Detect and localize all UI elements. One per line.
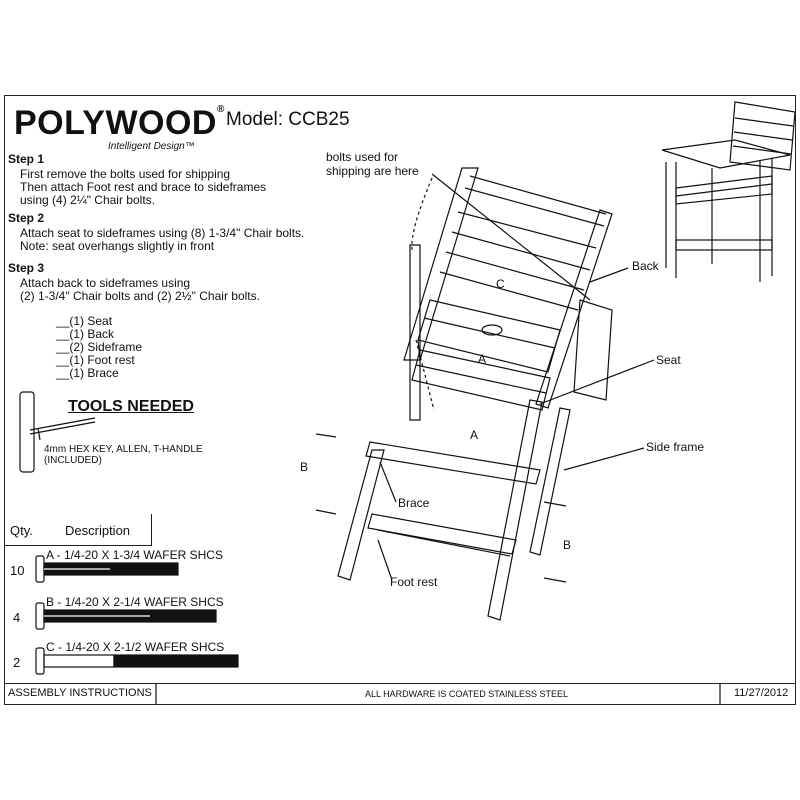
step-3-line: (2) 1-3/4" Chair bolts and (2) 2½" Chair… (20, 289, 260, 303)
part-letter-b: B (300, 460, 309, 474)
hex-key-icon (19, 391, 96, 473)
step-1-line: Then attach Foot rest and brace to sidef… (20, 180, 267, 194)
tools-line: 4mm HEX KEY, ALLEN, T-HANDLE (44, 444, 203, 455)
tools-line: (INCLUDED) (44, 455, 102, 466)
step-1-line: First remove the bolts used for shipping (20, 167, 231, 181)
qty-header: Qty. (10, 523, 33, 538)
foot-rest-leader (377, 539, 393, 581)
parts-item: __(1) Seat (56, 314, 113, 328)
parts-item: __(1) Foot rest (56, 353, 135, 367)
step-2-title: Step 2 (8, 211, 45, 225)
part-letter-a: A (470, 428, 479, 442)
step-1-text: First remove the bolts used for shipping… (20, 168, 266, 207)
hw-qty: 4 (13, 610, 21, 625)
part-letter-b: B (563, 538, 572, 552)
hw-qty: 2 (13, 655, 21, 670)
shipping-bolts-callout: bolts used for shipping are here (326, 150, 419, 178)
brace-leader (379, 461, 397, 503)
brand-logo: POLYWOOD® (14, 104, 225, 143)
step-2-line: Note: seat overhangs slightly in front (20, 239, 215, 253)
brand-name: POLYWOOD (14, 104, 217, 142)
step-3-line: Attach back to sideframes using (20, 276, 191, 290)
parts-item: __(1) Back (56, 327, 115, 341)
bolt-b-icon (35, 602, 217, 630)
parts-item: __(2) Sideframe (56, 340, 143, 354)
footer-date: 11/27/2012 (734, 687, 789, 699)
part-letter-c: C (496, 277, 505, 291)
assembled-chair-illustration (661, 101, 796, 282)
seat-leader (539, 359, 655, 405)
callout-line: bolts used for (326, 150, 399, 164)
step-2-text: Attach seat to sideframes using (8) 1-3/… (20, 227, 304, 253)
bolt-c-icon (35, 647, 239, 675)
step-3-title: Step 3 (8, 261, 45, 275)
footer-divider (4, 683, 796, 684)
step-2-line: Attach seat to sideframes using (8) 1-3/… (20, 226, 305, 240)
tools-text: 4mm HEX KEY, ALLEN, T-HANDLE (INCLUDED) (44, 444, 203, 466)
footer-center: ALL HARDWARE IS COATED STAINLESS STEEL (365, 689, 569, 699)
step-1-title: Step 1 (8, 152, 45, 166)
parts-item: __(1) Brace (56, 366, 119, 380)
hw-qty: 10 (10, 563, 25, 578)
brand-tagline: Intelligent Design™ (108, 141, 195, 152)
exploded-chair-diagram (315, 167, 613, 621)
footer-left: ASSEMBLY INSTRUCTIONS (8, 687, 152, 699)
callout-line: shipping are here (326, 164, 419, 178)
tools-heading: TOOLS NEEDED (68, 398, 194, 415)
registered-mark: ® (217, 104, 225, 115)
part-letter-a: A (478, 352, 487, 366)
back-leader (589, 267, 629, 283)
parts-list: __(1) Seat __(1) Back __(2) Sideframe __… (56, 315, 142, 380)
hw-label: A - 1/4-20 X 1-3/4 WAFER SHCS (46, 548, 223, 562)
back-callout: Back (632, 259, 659, 273)
foot-rest-callout: Foot rest (390, 575, 438, 589)
brace-callout: Brace (398, 496, 430, 510)
shipping-bolts-leader (431, 173, 591, 301)
hw-label: C - 1/4-20 X 2-1/2 WAFER SHCS (46, 640, 225, 654)
seat-callout: Seat (656, 353, 681, 367)
hw-label: B - 1/4-20 X 2-1/4 WAFER SHCS (46, 595, 224, 609)
step-3-text: Attach back to sideframes using (2) 1-3/… (20, 277, 260, 303)
model-label: Model: CCB25 (226, 109, 350, 130)
description-header: Description (65, 523, 131, 538)
side-frame-leader (563, 447, 645, 471)
hardware-table-header (4, 514, 152, 546)
step-1-line: using (4) 2¼" Chair bolts. (20, 193, 155, 207)
instruction-sheet (4, 95, 796, 705)
bolt-a-icon (35, 555, 179, 583)
side-frame-callout: Side frame (646, 440, 705, 454)
